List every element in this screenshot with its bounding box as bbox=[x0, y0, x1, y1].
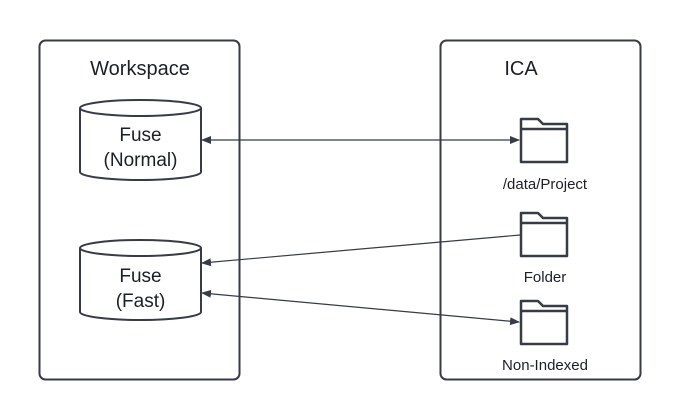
ica-group: ICA bbox=[439, 39, 642, 381]
folder-icon bbox=[519, 299, 569, 346]
workspace-container bbox=[38, 39, 241, 381]
ica-title: ICA bbox=[504, 58, 538, 80]
fuse-normal-label-line2: (Normal) bbox=[104, 150, 178, 171]
fuse-normal-label-line1: Fuse bbox=[119, 125, 161, 146]
database-cylinder-icon bbox=[79, 99, 202, 181]
folder-label: Folder bbox=[524, 269, 567, 286]
fuse-fast-label-line1: Fuse bbox=[119, 266, 161, 287]
connector-folder-fuse-fast bbox=[201, 234, 521, 267]
fuse-fast-label-line2: (Fast) bbox=[116, 291, 166, 312]
ica-container bbox=[439, 39, 642, 381]
fuse-normal-store[interactable]: Fuse (Normal) bbox=[79, 99, 202, 181]
folder-icon bbox=[519, 211, 569, 258]
connector-fuse-fast-non-indexed bbox=[201, 289, 520, 326]
workspace-group: Workspace bbox=[38, 39, 241, 381]
non-indexed-folder[interactable]: Non-Indexed bbox=[502, 299, 588, 374]
non-indexed-label: Non-Indexed bbox=[502, 357, 588, 374]
data-project-folder[interactable]: /data/Project bbox=[503, 117, 588, 193]
database-cylinder-icon bbox=[79, 239, 202, 321]
folder-folder[interactable]: Folder bbox=[519, 211, 569, 286]
fuse-fast-store[interactable]: Fuse (Fast) bbox=[79, 239, 202, 321]
folder-icon bbox=[519, 117, 569, 164]
data-project-label: /data/Project bbox=[503, 176, 588, 193]
workspace-title: Workspace bbox=[90, 58, 190, 80]
